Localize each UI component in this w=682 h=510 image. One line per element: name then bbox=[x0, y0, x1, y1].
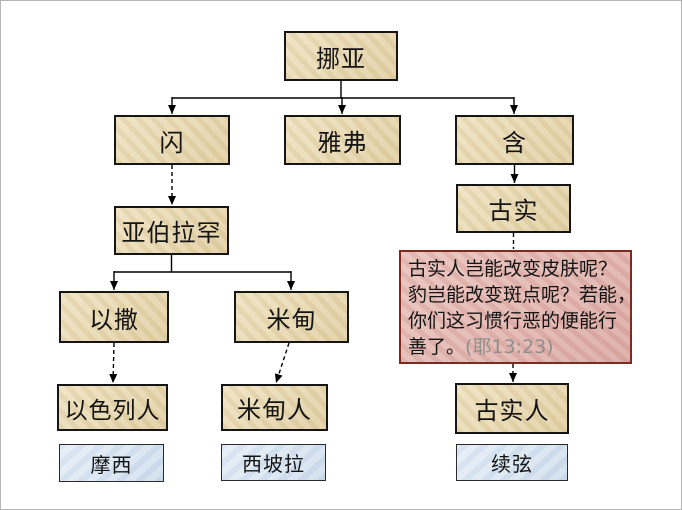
quote-box: 古实人岂能改变皮肤呢？ 豹岂能改变斑点呢？若能， 你们这习惯行恶的便能行 善了。… bbox=[399, 250, 637, 364]
quote-line-2: 豹岂能改变斑点呢？若能， bbox=[408, 284, 637, 306]
node-midian-label: 米甸 bbox=[266, 305, 317, 334]
node-israelites: 以色列人 bbox=[57, 384, 168, 431]
quote-line-4-text: 善了。 bbox=[408, 336, 466, 358]
node-midianites-label: 米甸人 bbox=[237, 396, 312, 424]
node-ham-label: 含 bbox=[502, 128, 527, 157]
node-moses: 摩西 bbox=[59, 444, 164, 482]
node-noah-label: 挪亚 bbox=[316, 44, 366, 73]
node-isaac: 以撒 bbox=[59, 291, 169, 343]
quote-line-4: 善了。(耶13:23) bbox=[408, 334, 623, 360]
quote-citation: (耶13:23) bbox=[465, 336, 554, 358]
node-zipporah: 西坡拉 bbox=[221, 444, 326, 481]
node-shem-label: 闪 bbox=[159, 128, 185, 157]
node-shem: 闪 bbox=[114, 115, 230, 165]
node-noah: 挪亚 bbox=[284, 31, 398, 81]
node-zipporah-label: 西坡拉 bbox=[242, 452, 305, 476]
node-second-wife: 续弦 bbox=[456, 444, 568, 481]
node-cushites-label: 古实人 bbox=[474, 397, 550, 425]
quote-line-3: 你们这习惯行恶的便能行 bbox=[408, 310, 618, 332]
quote-line-1: 古实人岂能改变皮肤呢？ bbox=[408, 258, 618, 280]
node-japheth: 雅弗 bbox=[284, 115, 401, 165]
node-abraham: 亚伯拉罕 bbox=[114, 206, 229, 255]
node-japheth-label: 雅弗 bbox=[317, 128, 368, 157]
node-ham: 含 bbox=[455, 115, 574, 165]
node-israelites-label: 以色列人 bbox=[64, 397, 161, 424]
node-midian: 米甸 bbox=[234, 291, 349, 343]
node-isaac-label: 以撒 bbox=[89, 305, 139, 334]
node-abraham-label: 亚伯拉罕 bbox=[121, 219, 222, 247]
node-second-wife-label: 续弦 bbox=[491, 452, 533, 476]
node-cushites: 古实人 bbox=[455, 383, 569, 434]
node-cush: 古实 bbox=[456, 184, 571, 233]
node-cush-label: 古实 bbox=[488, 197, 539, 225]
node-midianites: 米甸人 bbox=[221, 384, 328, 431]
node-moses-label: 摩西 bbox=[90, 452, 133, 477]
